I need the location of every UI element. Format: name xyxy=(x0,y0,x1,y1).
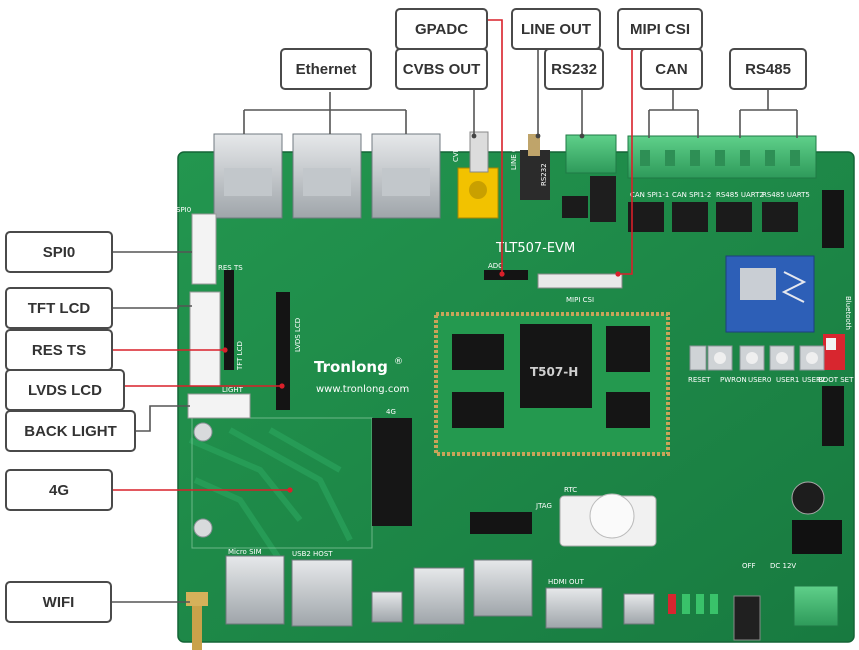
label-cvbs-out: CVBS OUT xyxy=(395,48,488,90)
rtc-battery-holder xyxy=(559,493,657,547)
silk-mipi: MIPI CSI xyxy=(566,296,594,304)
res-ts-header xyxy=(224,270,234,370)
silk-rs485-2: RS485 UART5 xyxy=(762,191,810,199)
callout-lines-dark xyxy=(112,48,798,603)
mount-hole xyxy=(193,422,213,442)
silk-can2: CAN SPI1-2 xyxy=(672,191,711,199)
silk-rs485-1: RS485 UART2 xyxy=(716,191,764,199)
callout-dots-dark xyxy=(471,133,585,139)
silk-user1: USER1 xyxy=(776,376,799,384)
silk-can1: CAN SPI1-1 xyxy=(630,191,669,199)
callout-dots xyxy=(222,271,621,493)
silk-lvds: LVDS LCD xyxy=(294,318,302,352)
silk-micro-sim: Micro SIM xyxy=(228,548,262,556)
silk-hdmi-out: HDMI OUT xyxy=(548,578,585,586)
bluetooth-module xyxy=(725,255,815,333)
transceiver-chips xyxy=(628,202,798,232)
silk-res-ts: RES TS xyxy=(218,264,243,272)
label-back-light: BACK LIGHT xyxy=(5,410,136,452)
tactile-buttons xyxy=(689,345,825,371)
4g-slot xyxy=(372,418,412,526)
power-terminal xyxy=(793,585,839,627)
callout-lines-red xyxy=(113,19,633,491)
rs232-plug xyxy=(590,176,616,222)
dc-jack xyxy=(792,520,842,554)
som-core-board xyxy=(434,312,670,456)
back-light-connector xyxy=(187,393,251,419)
silk-off: OFF xyxy=(742,562,756,570)
label-tft-lcd: TFT LCD xyxy=(5,287,113,329)
mount-hole xyxy=(193,518,213,538)
label-gpadc: GPADC xyxy=(395,8,488,50)
silk-tft: TFT LCD xyxy=(236,341,244,371)
gpio-header xyxy=(822,190,844,248)
tft-lcd-connector xyxy=(189,291,221,387)
label-res-ts: RES TS xyxy=(5,329,113,371)
brand-website: www.tronlong.com xyxy=(316,384,409,395)
mipi-csi-connector xyxy=(537,273,623,289)
label-wifi: WIFI xyxy=(5,581,112,623)
cvbs-rca-jack xyxy=(457,131,499,219)
adc-header xyxy=(484,270,528,280)
label-line-out: LINE OUT xyxy=(511,8,601,50)
som-chip-label: T507-H xyxy=(530,365,578,379)
silk-user2: USER2 xyxy=(802,376,825,384)
wifi-antenna xyxy=(186,592,208,650)
label-spi0: SPI0 xyxy=(5,231,113,273)
silk-jtag: JTAG xyxy=(535,502,552,510)
silk-line-out: LINE OUT xyxy=(510,137,518,170)
silk-4g: 4G xyxy=(386,408,396,416)
board-model: TLT507-EVM xyxy=(495,241,575,256)
terminal-screws xyxy=(640,150,800,166)
silk-bluetooth: Bluetooth xyxy=(844,296,852,330)
bottom-io xyxy=(225,555,718,629)
pcb-traces xyxy=(188,427,353,562)
silk-light: LIGHT xyxy=(222,386,244,394)
silk-user0: USER0 xyxy=(748,376,771,384)
silk-rs232: RS232 xyxy=(540,163,548,186)
silk-cvbs: CVBS OUT xyxy=(452,125,460,162)
rs232-terminal xyxy=(565,134,617,174)
silk-usb2-host: USB2 HOST xyxy=(292,550,333,558)
label-lvds-lcd: LVDS LCD xyxy=(5,369,125,411)
label-4g: 4G xyxy=(5,469,113,511)
silk-dc12v: DC 12V xyxy=(770,562,796,570)
brand-name: Tronlong xyxy=(314,358,388,376)
rs232-chip xyxy=(562,196,588,218)
label-rs232: RS232 xyxy=(544,48,604,90)
power-switch xyxy=(733,595,761,641)
jtag-header xyxy=(470,512,532,534)
boot-switch-lever xyxy=(826,338,836,350)
brand-trademark: ® xyxy=(394,357,403,367)
silk-rtc: RTC xyxy=(564,486,577,494)
ethernet-jacks xyxy=(213,133,441,219)
silk-spi: SPI0 xyxy=(176,206,191,214)
silk-pwron: PWRON xyxy=(720,376,747,384)
silk-adc: ADC xyxy=(488,262,503,270)
label-rs485: RS485 xyxy=(729,48,807,90)
silk-reset: RESET xyxy=(688,376,711,384)
power-header xyxy=(822,386,844,446)
line-out-jack xyxy=(520,134,550,200)
label-ethernet: Ethernet xyxy=(280,48,372,90)
capacitor xyxy=(791,481,825,515)
spi0-connector xyxy=(191,213,217,285)
label-can: CAN xyxy=(640,48,703,90)
silk-boot-set: BOOT SET xyxy=(818,376,854,384)
lvds-header xyxy=(276,292,290,410)
label-mipi-csi: MIPI CSI xyxy=(617,8,703,50)
